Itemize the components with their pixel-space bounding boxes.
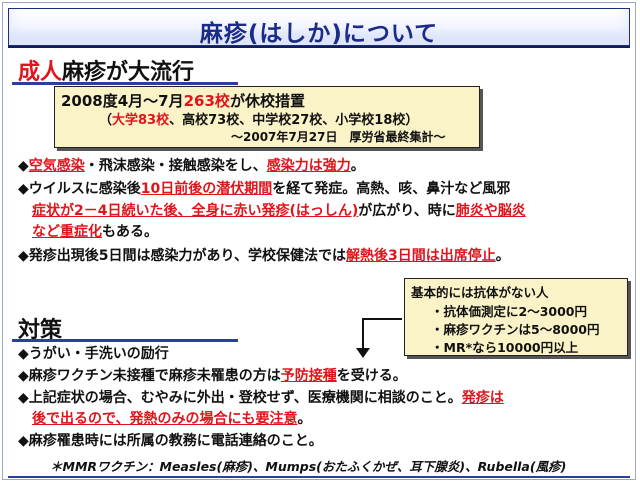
school-closure-notice: 2008度4月～7月263校が休校措置 （大学83校、高校73校、中学校27校、… <box>54 86 480 148</box>
notice-line-2: （大学83校、高校73校、中学校27校、小学校18校） <box>99 109 418 128</box>
bullet-text: ◆上記症状の場合、むやみに外出・登校せず、医療機関に相談のこと。 <box>18 390 462 406</box>
bullet-mark: ◆ <box>18 181 29 197</box>
bullet-highlight: 予防接種 <box>280 368 337 384</box>
notice-count: 263校 <box>183 92 230 110</box>
bullet-highlight: 症状が2－4日続いた後、全身に赤い発疹(はっしん) <box>32 203 359 219</box>
bullet-text: 。 <box>495 248 510 264</box>
measure-contact-office: ◆麻疹罹患時には所属の教務に電話連絡のこと。 <box>18 433 323 449</box>
title-bar: 麻疹(はしか)について <box>8 8 630 47</box>
bullet-text: ウイルスに感染後 <box>28 181 141 197</box>
arrow-down-icon <box>356 348 370 358</box>
bullet-highlight: 肺炎や脳炎 <box>455 203 526 219</box>
bullet-highlight: 10日前後の潜伏期間 <box>140 181 273 197</box>
bullet-text: ・飛沫感染・接触感染をし、 <box>84 158 267 174</box>
bullet-mark: ◆ <box>18 248 29 264</box>
bullet-mark: ◆ <box>18 158 29 174</box>
bullet-school-attendance: ◆発疹出現後5日間は感染力があり、学校保健法では解熱後3日間は出席停止。 <box>18 246 510 266</box>
bullet-incubation: ◆ウイルスに感染後10日前後の潜伏期間を経て発症。高熱、咳、鼻汁など風邪 <box>18 179 510 199</box>
page-title: 麻疹(はしか)について <box>199 21 439 47</box>
bottom-divider <box>8 476 630 478</box>
section-heading-measures: 対策 <box>18 318 63 343</box>
bullet-incubation-cont-2: など重症化もある。 <box>32 222 158 242</box>
bullet-highlight: など重症化 <box>32 224 102 240</box>
antibody-test-cost: ・抗体価測定に2～3000円 <box>431 304 587 319</box>
notice-schools: 、高校73校、中学校27校、小学校18校） <box>169 113 419 128</box>
notice-paren: （ <box>99 113 113 128</box>
bullet-text: 発疹出現後5日間は感染力があり、学校保健法では <box>28 248 346 264</box>
notice-source: ～2007年7月27日 厚労省最終集計～ <box>231 130 446 144</box>
bullet-incubation-cont-1: 症状が2－4日続いた後、全身に赤い発疹(はっしん)が広がり、時に肺炎や脳炎 <box>32 201 526 221</box>
bullet-text: 。 <box>297 411 312 427</box>
measure-consult-cont: 後で出るので、発熱のみの場合にも要注意。 <box>32 409 311 429</box>
bullet-text: 。 <box>350 158 365 174</box>
heading-highlight: 成人 <box>18 60 63 85</box>
heading-underline <box>12 82 238 85</box>
bullet-highlight: 発疹は <box>461 390 504 406</box>
notice-university: 大学83校 <box>112 113 170 128</box>
notice-action: が休校措置 <box>229 92 305 110</box>
connector-arrow-line <box>362 318 364 352</box>
slide-frame <box>2 2 636 480</box>
bullet-infection-route: ◆空気感染・飛沫感染・接触感染をし、感染力は強力。 <box>18 156 365 176</box>
measure-vaccination: ◆麻疹ワクチン未接種で麻疹未罹患の方は予防接種を受ける。 <box>18 366 407 386</box>
bullet-text: が広がり、時に <box>358 203 456 219</box>
section-heading-outbreak: 成人麻疹が大流行 <box>18 54 194 86</box>
measure-handwashing: ◆うがい・手洗いの励行 <box>18 346 169 362</box>
measure-consult: ◆上記症状の場合、むやみに外出・登校せず、医療機関に相談のこと。発疹は <box>18 388 504 408</box>
antibody-title: 基本的には抗体がない人 <box>411 285 549 300</box>
antibody-cost-box: 基本的には抗体がない人 ・抗体価測定に2～3000円 ・麻疹ワクチンは5～800… <box>404 278 628 356</box>
mr-vaccine-cost: ・MR*なら10000円以上 <box>431 340 579 355</box>
bullet-highlight: 空気感染 <box>28 158 85 174</box>
bullet-highlight: 解熱後3日間は出席停止 <box>345 248 496 264</box>
bullet-highlight: 後で出るので、発熱のみの場合にも要注意 <box>32 411 298 427</box>
mmr-footnote: ＊MMRワクチン：Measles(麻疹)、Mumps(おたふくかぜ、耳下腺炎)、… <box>50 459 567 474</box>
bullet-text: を受ける。 <box>336 368 407 384</box>
bullet-highlight: 感染力は強力 <box>266 158 351 174</box>
heading-rest: 麻疹が大流行 <box>62 60 195 85</box>
connector-arrow-line <box>362 318 402 320</box>
bullet-text: を経て発症。高熱、咳、鼻汁など風邪 <box>272 181 511 197</box>
bullet-text: ◆麻疹ワクチン未接種で麻疹未罹患の方は <box>18 368 281 384</box>
vaccine-cost: ・麻疹ワクチンは5～8000円 <box>431 322 600 337</box>
notice-line-1: 2008度4月～7月263校が休校措置 <box>61 90 305 111</box>
bullet-text: もある。 <box>102 224 158 240</box>
heading-underline <box>12 339 238 342</box>
notice-period: 2008度4月～7月 <box>61 92 184 110</box>
